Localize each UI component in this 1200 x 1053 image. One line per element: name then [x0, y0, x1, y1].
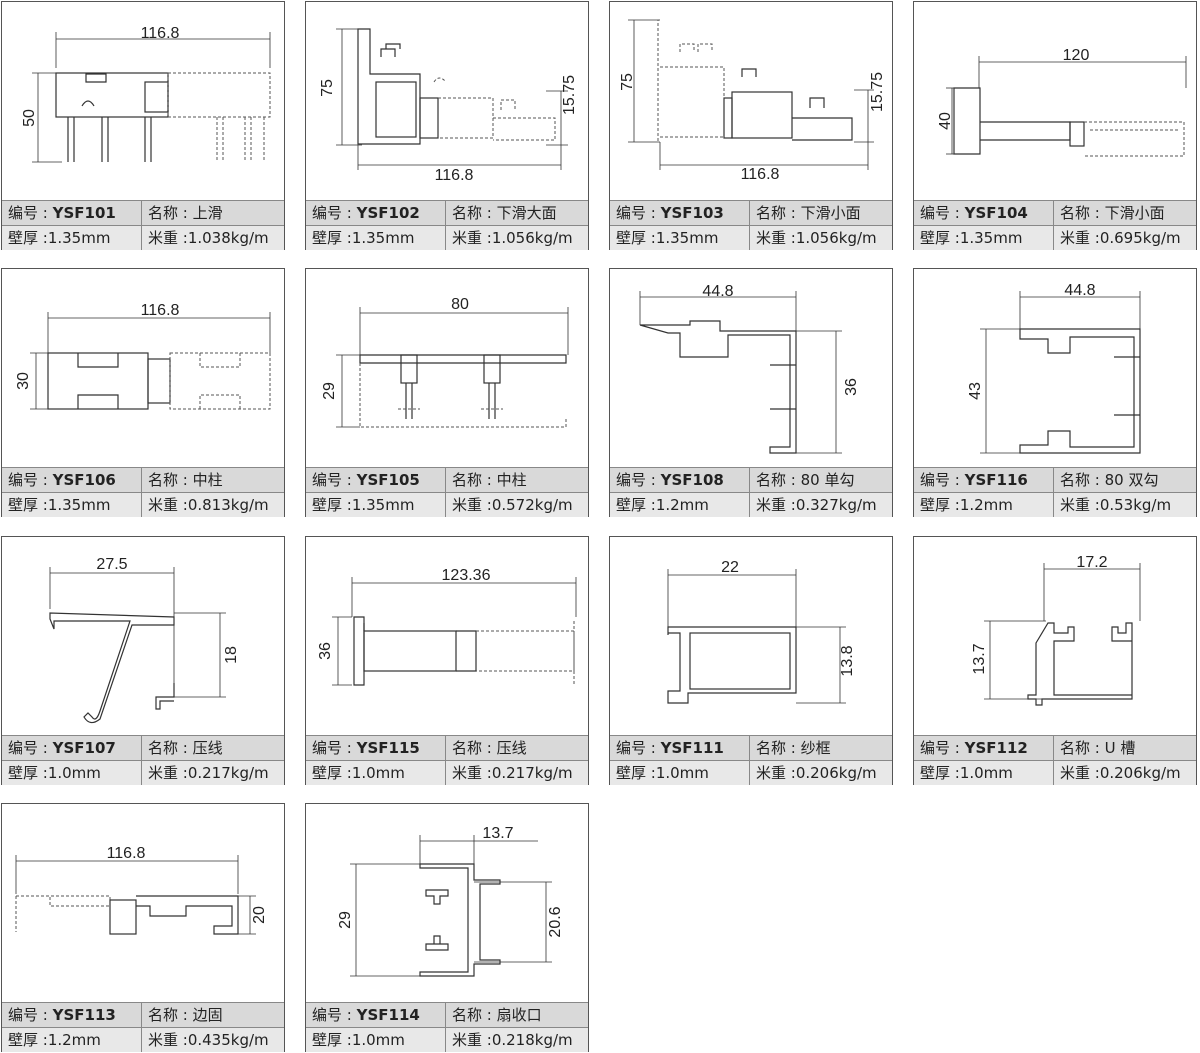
- profile-drawing: 75 15.75 116.8: [610, 2, 892, 200]
- svg-text:20: 20: [251, 906, 268, 924]
- profile-drawing: 116.8 30: [2, 269, 284, 467]
- svg-text:75: 75: [319, 79, 336, 97]
- svg-text:36: 36: [843, 378, 860, 396]
- svg-text:75: 75: [619, 73, 636, 91]
- svg-text:15.75: 15.75: [869, 72, 886, 112]
- svg-text:18: 18: [223, 646, 240, 664]
- profile-drawing: 116.8 50: [2, 2, 284, 200]
- svg-text:80: 80: [451, 296, 469, 313]
- svg-text:116.8: 116.8: [141, 302, 180, 319]
- svg-text:22: 22: [721, 559, 739, 576]
- profile-drawing: 17.2 13.7: [914, 537, 1196, 735]
- profile-drawing: 75 15.75 116.8: [306, 2, 588, 200]
- profile-drawing: 120 40: [914, 2, 1196, 200]
- profile-drawing: 44.8 43: [914, 269, 1196, 467]
- svg-text:17.2: 17.2: [1076, 554, 1107, 571]
- svg-text:43: 43: [967, 382, 984, 400]
- svg-text:36: 36: [317, 642, 334, 660]
- svg-text:50: 50: [21, 109, 38, 127]
- profile-drawing: 27.5 18: [2, 537, 284, 735]
- svg-text:13.8: 13.8: [839, 645, 856, 676]
- svg-text:44.8: 44.8: [1064, 282, 1095, 299]
- svg-text:29: 29: [321, 382, 338, 400]
- profile-drawing: 44.8 36: [610, 269, 892, 467]
- svg-text:123.36: 123.36: [442, 567, 491, 584]
- svg-text:116.8: 116.8: [107, 845, 146, 862]
- profile-drawing: 22 13.8: [610, 537, 892, 735]
- svg-text:40: 40: [937, 112, 954, 130]
- svg-text:44.8: 44.8: [702, 283, 733, 300]
- svg-text:116.8: 116.8: [741, 166, 780, 183]
- svg-text:29: 29: [337, 911, 354, 929]
- profile-drawing: 80 29: [306, 269, 588, 467]
- svg-text:116.8: 116.8: [141, 25, 180, 42]
- svg-text:15.75: 15.75: [561, 75, 578, 115]
- svg-text:20.6: 20.6: [547, 906, 564, 937]
- profile-drawing: 116.8 20: [2, 804, 284, 1002]
- svg-text:13.7: 13.7: [482, 825, 513, 842]
- profile-drawing: 13.7 29 20.6: [306, 804, 588, 1002]
- svg-text:30: 30: [15, 372, 32, 390]
- profile-drawing: 123.36 36: [306, 537, 588, 735]
- svg-text:13.7: 13.7: [971, 643, 988, 674]
- svg-text:116.8: 116.8: [435, 167, 474, 184]
- svg-text:27.5: 27.5: [96, 556, 127, 573]
- svg-text:120: 120: [1063, 47, 1090, 64]
